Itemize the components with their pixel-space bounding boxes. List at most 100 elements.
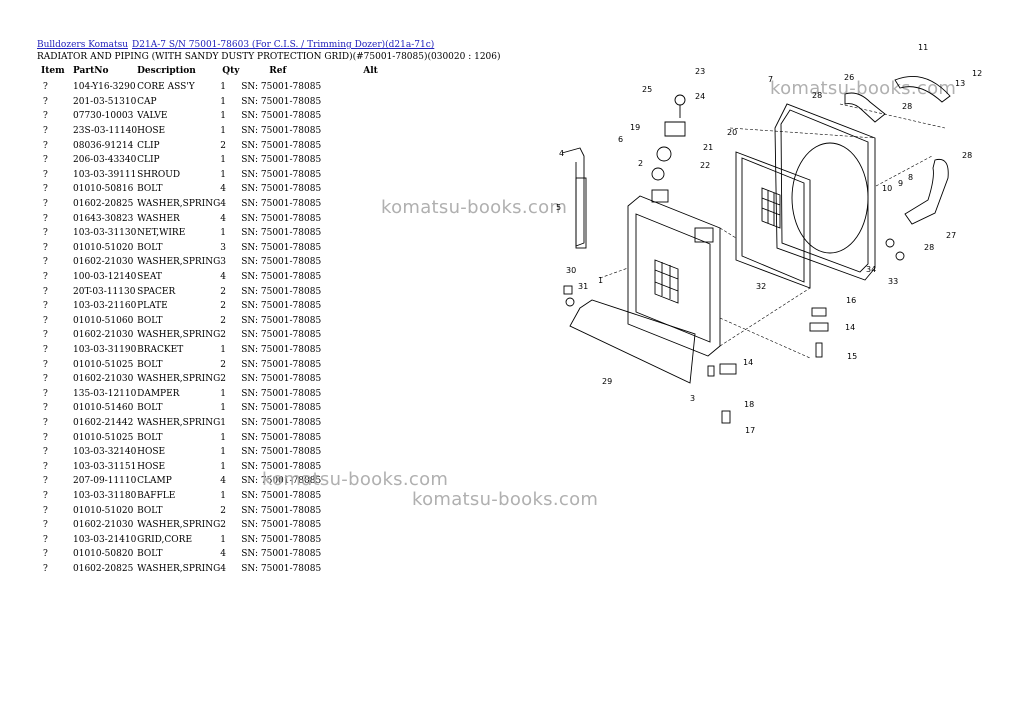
row-item-cell: ? [43,520,48,531]
row-partno-cell: 207-09-11110 [73,476,137,487]
row-item-cell: ? [43,301,48,312]
row-description-cell: HOSE [137,126,166,137]
callout-label: 13 [955,79,965,88]
row-qty-cell: 2 [220,359,226,370]
row-qty-cell: 4 [220,476,226,487]
row-partno-cell: 01602-21442 [73,417,134,428]
row-qty-cell: 3 [220,257,226,268]
row-item-cell: ? [43,140,48,151]
callout-labels: 1 2 3 4 5 6 7 8 9 10 11 12 13 14 14 15 1… [556,43,982,435]
row-alt-cell [363,255,383,270]
row-description-cell: HOSE [137,461,166,472]
row-partno-cell: 103-03-39111 [73,169,137,180]
row-qty-cell: 1 [220,344,226,355]
row-alt-cell [363,226,383,241]
row-description-cell: WASHER,SPRING [137,417,221,428]
callout-label: 12 [972,69,982,78]
row-qty-cell: 1 [220,432,226,443]
lower-hose-drawing [904,158,949,225]
row-alt-cell [363,445,383,460]
row-partno-cell: 206-03-43340 [73,155,137,166]
row-description-cell: SPACER [137,286,176,297]
row-description-cell: WASHER,SPRING [137,257,221,268]
row-partno-cell: 103-03-31190 [73,344,137,355]
row-partno-cell: 08036-91214 [73,140,134,151]
callout-label: 11 [918,43,928,52]
row-description-cell: BOLT [137,432,163,443]
row-alt-cell [363,182,383,197]
breadcrumb-model-link[interactable]: D21A-7 S/N 75001-78603 (For C.I.S. / Tri… [132,40,435,50]
row-partno-cell: 103-03-31151 [73,461,137,472]
row-qty-cell: 2 [220,520,226,531]
row-item-cell: ? [43,490,48,501]
row-description-cell: BRACKET [137,344,184,355]
row-qty-cell: 1 [220,82,226,93]
row-description-cell: DAMPER [137,388,180,399]
row-item-cell: ? [43,461,48,472]
hose-drawing [575,177,587,249]
row-partno-cell: 01643-30823 [73,213,134,224]
row-description-cell: BOLT [137,505,163,516]
row-item-cell: ? [43,563,48,574]
row-item-cell: ? [43,213,48,224]
row-ref-cell: SN: 75001-78085 [241,374,322,385]
row-ref-cell: SN: 75001-78085 [241,286,322,297]
row-ref-cell: SN: 75001-78085 [241,169,322,180]
row-ref-cell: SN: 75001-78085 [241,213,322,224]
row-ref-cell: SN: 75001-78085 [241,140,322,151]
baffle-drawing [569,299,696,384]
row-qty-cell: 2 [220,330,226,341]
callout-label: 9 [898,179,903,188]
col-header-alt: Alt [363,66,378,76]
callout-label: 23 [695,67,705,76]
row-item-cell: ? [43,272,48,283]
callout-label: 4 [559,149,564,158]
row-item-cell: ? [43,155,48,166]
row-item-cell: ? [43,359,48,370]
row-alt-cell [363,489,383,504]
row-description-cell: WASHER [137,213,180,224]
row-qty-cell: 1 [220,403,226,414]
callout-label: 21 [703,143,713,152]
row-description-cell: CLAMP [137,476,172,487]
row-ref-cell: SN: 75001-78085 [241,272,322,283]
row-partno-cell: 01602-21030 [73,257,134,268]
row-qty-cell: 1 [220,490,226,501]
callout-label: 32 [756,282,766,291]
row-item-cell: ? [43,344,48,355]
row-partno-cell: 01602-21030 [73,374,134,385]
row-description-cell: WASHER,SPRING [137,330,221,341]
callout-label: 3 [690,394,695,403]
row-item-cell: ? [43,126,48,137]
row-description-cell: GRID,CORE [137,534,193,545]
row-qty-cell: 2 [220,301,226,312]
row-item-cell: ? [43,388,48,399]
row-description-cell: CLIP [137,140,160,151]
row-partno-cell: 01010-51060 [73,315,134,326]
breadcrumb-category-link[interactable]: Bulldozers Komatsu [37,40,129,50]
row-description-cell: VALVE [137,111,168,122]
row-alt-cell [363,518,383,533]
row-ref-cell: SN: 75001-78085 [241,359,322,370]
row-description-cell: CLIP [137,155,160,166]
row-ref-cell: SN: 75001-78085 [241,111,322,122]
row-partno-cell: 01010-50820 [73,549,134,560]
callout-label: 6 [618,135,623,144]
row-item-cell: ? [43,111,48,122]
row-description-cell: HOSE [137,447,166,458]
row-item-cell: ? [43,417,48,428]
row-qty-cell: 1 [220,388,226,399]
row-description-cell: NET,WIRE [137,228,186,239]
row-ref-cell: SN: 75001-78085 [241,330,322,341]
callout-label: 30 [566,266,576,275]
